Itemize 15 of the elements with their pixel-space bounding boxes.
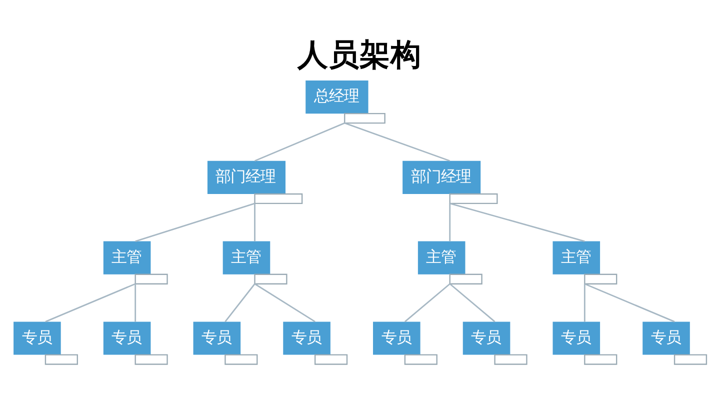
connector bbox=[254, 202, 256, 241]
connector bbox=[450, 202, 585, 242]
connector bbox=[344, 122, 450, 162]
connector bbox=[584, 282, 675, 322]
connector bbox=[449, 282, 496, 322]
connector bbox=[584, 283, 586, 322]
diagram-title: 人员架构 bbox=[297, 36, 422, 72]
connector bbox=[224, 282, 256, 322]
connector bbox=[135, 202, 255, 242]
connector bbox=[449, 202, 451, 241]
connector bbox=[404, 282, 450, 322]
connector bbox=[254, 282, 316, 322]
connector bbox=[254, 122, 345, 162]
connector bbox=[134, 283, 136, 322]
connector bbox=[45, 282, 136, 322]
